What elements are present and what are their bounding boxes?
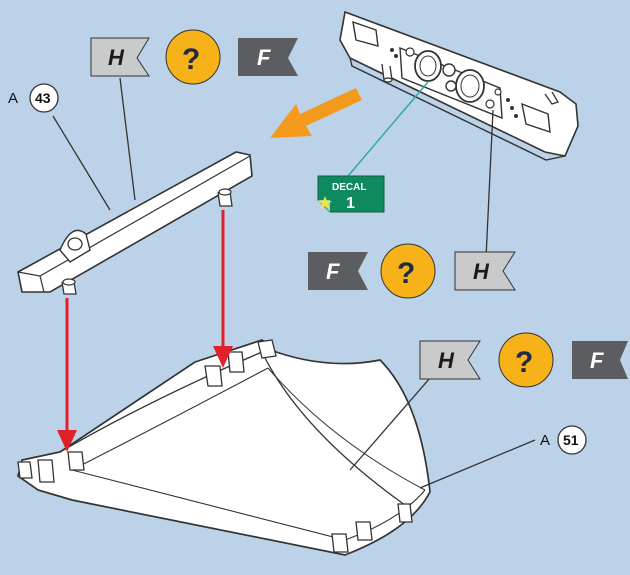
question-mark-icon: ? xyxy=(166,30,220,84)
flag-h-icon: H xyxy=(420,341,480,379)
decal-number: 1 xyxy=(346,195,355,212)
dashboard-panel xyxy=(340,12,578,160)
flag-f-label: F xyxy=(257,45,271,70)
badge-group-middle: F ? H xyxy=(308,244,515,298)
question-mark-icon: ? xyxy=(381,244,435,298)
flag-f-label: F xyxy=(590,348,604,373)
flag-h-icon: H xyxy=(455,252,515,290)
decal-label: DECAL xyxy=(332,182,366,193)
question-label: ? xyxy=(182,43,200,76)
flag-f-label: F xyxy=(326,259,340,284)
part-43-bracket xyxy=(18,152,252,294)
flag-h-icon: H xyxy=(91,38,149,76)
flag-f-icon: F xyxy=(572,341,628,379)
part-43-number: 43 xyxy=(35,90,51,106)
part-51-number: 51 xyxy=(563,432,579,448)
part-51-base xyxy=(18,340,430,555)
question-mark-icon: ? xyxy=(499,333,553,387)
flag-f-icon: F xyxy=(238,38,298,76)
question-label: ? xyxy=(515,346,533,379)
question-label: ? xyxy=(397,257,415,290)
decal-icon: DECAL 1 xyxy=(318,176,384,212)
flag-h-label: H xyxy=(438,348,455,373)
flag-f-icon: F xyxy=(308,252,368,290)
flag-h-label: H xyxy=(473,259,490,284)
badge-group-bottom: H ? F xyxy=(420,333,628,387)
part-51-prefix: A xyxy=(540,432,550,449)
badge-group-top: H ? F xyxy=(91,30,298,84)
part-51-reference: A 51 xyxy=(540,426,586,454)
direction-arrow-icon xyxy=(270,88,362,138)
flag-h-label: H xyxy=(108,45,125,70)
part-43-reference: A 43 xyxy=(8,84,58,112)
part-43-prefix: A xyxy=(8,90,18,107)
